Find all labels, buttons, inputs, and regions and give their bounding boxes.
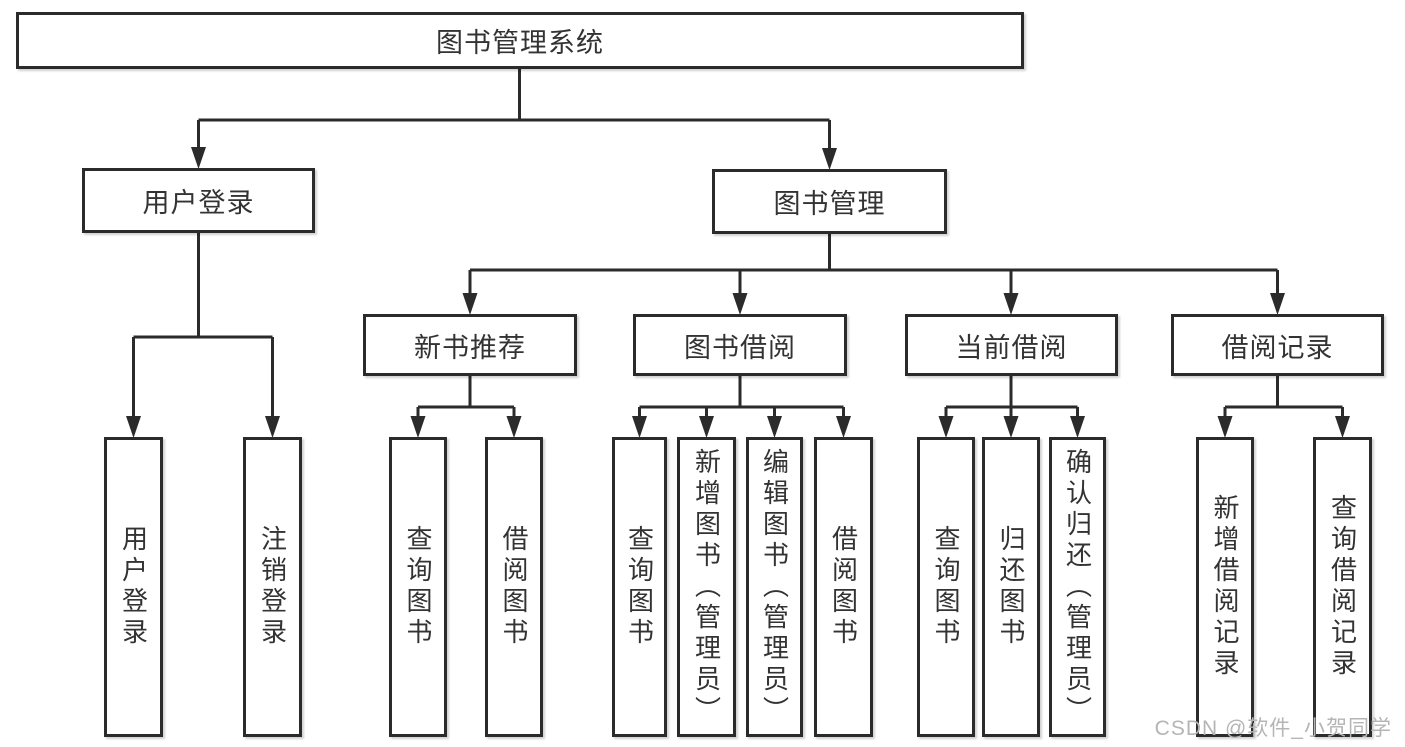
- node-book-borrow: 图书借阅: [633, 314, 847, 376]
- leaf-borrow-books-recommend-label: 借阅图书: [499, 525, 529, 649]
- node-book-borrow-label: 图书借阅: [684, 332, 796, 363]
- edge-new-book-recommend-to-leaves: [410, 376, 522, 438]
- arrowhead: [410, 416, 426, 438]
- watermark-text: CSDN @软件_小贺同学: [1154, 717, 1392, 740]
- arrowhead: [836, 416, 851, 438]
- node-new-book-recommend-label: 新书推荐: [414, 332, 526, 363]
- leaf-query-borrow-record-label: 查询借阅记录: [1327, 494, 1358, 680]
- node-current-borrow: 当前借阅: [905, 314, 1118, 376]
- leaf-return-books-label: 归还图书: [996, 525, 1026, 649]
- leaf-confirm-return-admin-label: 确认归还（管理员）: [1062, 447, 1093, 727]
- arrowhead: [938, 416, 954, 438]
- leaf-add-book-admin-label: 新增图书（管理员）: [691, 447, 722, 727]
- leaf-query-books-current-label: 查询图书: [931, 525, 961, 649]
- leaf-edit-book-admin: 编辑图书（管理员）: [746, 437, 803, 737]
- node-current-borrow-label: 当前借阅: [955, 332, 1068, 363]
- leaf-logout-label: 注销登录: [257, 525, 288, 649]
- edge-root-to-level2: [191, 69, 837, 170]
- leaf-logout: 注销登录: [243, 437, 302, 737]
- edge-book-management-to-level3: [462, 234, 1285, 315]
- leaf-add-borrow-record-label: 新增借阅记录: [1210, 494, 1240, 680]
- arrowhead: [632, 416, 647, 438]
- node-user-login: 用户登录: [82, 168, 315, 233]
- arrowhead: [462, 293, 478, 315]
- edge-book-borrow-to-leaves: [632, 376, 851, 438]
- node-root-label: 图书管理系统: [436, 28, 604, 58]
- leaf-query-books-current: 查询图书: [917, 437, 975, 737]
- arrowhead: [1217, 416, 1233, 438]
- arrowhead: [265, 416, 280, 438]
- node-borrow-records: 借阅记录: [1171, 314, 1384, 376]
- arrowhead: [699, 416, 714, 438]
- arrowhead: [1270, 293, 1285, 315]
- node-user-login-label: 用户登录: [142, 188, 255, 218]
- leaf-confirm-return-admin: 确认归还（管理员）: [1049, 437, 1106, 737]
- arrowhead: [506, 416, 522, 438]
- leaf-query-books-borrow: 查询图书: [612, 437, 667, 737]
- leaf-borrow-books-recommend: 借阅图书: [485, 437, 543, 737]
- arrowhead: [1335, 416, 1350, 438]
- node-root: 图书管理系统: [16, 12, 1024, 69]
- arrowhead: [1003, 416, 1019, 438]
- leaf-query-books-borrow-label: 查询图书: [624, 525, 655, 649]
- arrowhead: [126, 416, 141, 438]
- leaf-borrow-books-borrow-label: 借阅图书: [828, 525, 859, 649]
- leaf-edit-book-admin-label: 编辑图书（管理员）: [759, 447, 790, 727]
- leaf-query-books-recommend-label: 查询图书: [403, 525, 433, 649]
- edge-borrow-records-to-leaves: [1217, 376, 1350, 438]
- leaf-user-login-label: 用户登录: [118, 525, 149, 649]
- arrowhead: [1070, 416, 1085, 438]
- leaf-return-books: 归还图书: [982, 437, 1040, 737]
- arrowhead: [1003, 293, 1019, 315]
- node-new-book-recommend: 新书推荐: [363, 314, 577, 376]
- node-borrow-records-label: 借阅记录: [1221, 332, 1334, 363]
- leaf-query-books-recommend: 查询图书: [389, 437, 447, 737]
- node-book-management: 图书管理: [712, 169, 947, 234]
- arrowhead: [191, 147, 206, 169]
- leaf-query-borrow-record: 查询借阅记录: [1313, 437, 1372, 737]
- leaf-add-book-admin: 新增图书（管理员）: [677, 437, 736, 737]
- edge-user-login-to-leaves: [126, 233, 280, 438]
- arrowhead: [732, 293, 748, 315]
- leaf-add-borrow-record: 新增借阅记录: [1196, 437, 1254, 737]
- arrowhead: [822, 148, 837, 170]
- node-book-management-label: 图书管理: [773, 189, 886, 219]
- leaf-borrow-books-borrow: 借阅图书: [814, 437, 873, 737]
- edge-current-borrow-to-leaves: [938, 376, 1085, 438]
- leaf-user-login: 用户登录: [104, 437, 163, 737]
- arrowhead: [767, 416, 782, 438]
